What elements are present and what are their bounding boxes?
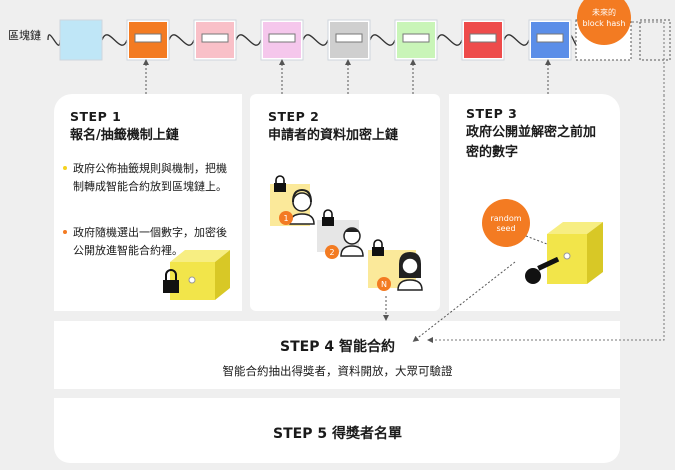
step5-title: STEP 5 得獎者名單 xyxy=(273,426,402,442)
step3-illustration: random seed xyxy=(482,199,603,284)
svg-text:N: N xyxy=(381,280,387,289)
future-block-tail xyxy=(639,19,671,61)
step3-subtitle: 政府公開並解密之前加密的數字 xyxy=(466,125,597,160)
step2-title: STEP 2 xyxy=(268,109,320,124)
chain-block-bar xyxy=(402,33,430,43)
step3-title: STEP 3 xyxy=(466,106,518,121)
chain-block-bar xyxy=(268,33,296,43)
chain-block-bar xyxy=(536,33,564,43)
blockchain: 未來的 block hash xyxy=(47,0,671,95)
chain-link xyxy=(302,34,329,46)
step4-description: 智能合約抽出得獎者，資料開放，大眾可驗證 xyxy=(222,364,453,378)
chain-block-bar xyxy=(134,33,162,43)
step4-title: STEP 4 智能合約 xyxy=(280,339,395,355)
lock-icon xyxy=(274,175,286,192)
future-hash-bubble xyxy=(577,0,631,45)
svg-text:seed: seed xyxy=(496,224,515,233)
step1-bullet-2-text: 政府隨機選出一個數字，加密後公開放進智能合約裡。 xyxy=(73,226,227,257)
bullet-dot xyxy=(63,166,67,170)
chain-link xyxy=(235,34,262,46)
random-seed-bubble xyxy=(482,199,530,247)
chain-link xyxy=(101,34,128,46)
future-hash-line1: 未來的 xyxy=(592,7,616,17)
future-hash-line2: block hash xyxy=(583,19,626,28)
person-icon xyxy=(340,227,364,257)
chest-icon xyxy=(547,222,603,284)
bullet-dot xyxy=(63,230,67,234)
step1-bullet-1: 政府公佈抽籤規則與機制，把機制轉成智能合約放到區塊鏈上。 xyxy=(63,160,233,196)
person-icon xyxy=(397,252,423,291)
step1-bullet-2: 政府隨機選出一個數字，加密後公開放進智能合約裡。 xyxy=(63,224,233,260)
chain-block xyxy=(59,19,103,61)
step1-subtitle: 報名/抽籤機制上鏈 xyxy=(70,128,179,143)
chain-link xyxy=(503,34,530,46)
chain-block-bar xyxy=(335,33,363,43)
chain-link xyxy=(369,34,396,46)
step5-panel xyxy=(54,398,620,463)
chain-block-bar xyxy=(469,33,497,43)
future-to-step4-line xyxy=(632,21,665,95)
step1-title: STEP 1 xyxy=(70,109,122,124)
svg-text:random: random xyxy=(490,214,521,223)
step2-subtitle: 申請者的資料加密上鏈 xyxy=(268,128,399,143)
step2-applicants-illustration: 1 2 N xyxy=(270,175,423,291)
chain-link xyxy=(436,34,463,46)
chain-link xyxy=(47,34,61,46)
step1-chest-illustration xyxy=(163,250,230,300)
lock-icon xyxy=(322,209,334,226)
chain-block-bar xyxy=(201,33,229,43)
svg-text:2: 2 xyxy=(329,248,334,257)
chain-link xyxy=(168,34,195,46)
padlock-icon xyxy=(163,269,179,293)
chain-label: 區塊鏈 xyxy=(8,29,41,42)
step1-bullet-1-text: 政府公佈抽籤規則與機制，把機制轉成智能合約放到區塊鏈上。 xyxy=(73,162,227,193)
lock-icon xyxy=(372,239,384,256)
person-icon xyxy=(289,188,315,225)
svg-text:1: 1 xyxy=(283,214,288,223)
